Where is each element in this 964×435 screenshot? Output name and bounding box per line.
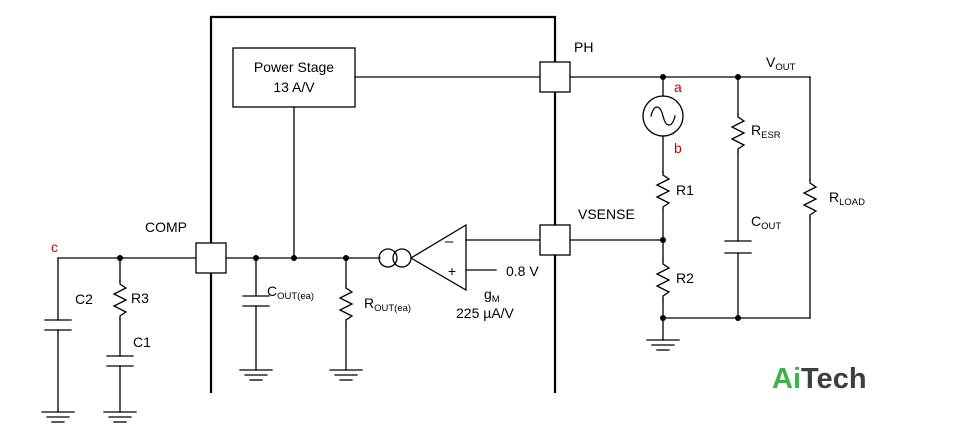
ground-icon bbox=[103, 411, 137, 423]
resr-resistor bbox=[730, 113, 746, 153]
r2-label: R2 bbox=[676, 270, 694, 286]
r3-label: R3 bbox=[131, 290, 149, 306]
ground-icon bbox=[646, 339, 680, 351]
cout-capacitor bbox=[724, 240, 752, 254]
current-source-icon bbox=[392, 248, 412, 268]
power-stage-gain: 13 A/V bbox=[273, 79, 315, 95]
c1-capacitor bbox=[106, 355, 134, 367]
rload-label: RLOAD bbox=[829, 189, 865, 208]
r2-resistor bbox=[655, 259, 671, 301]
node-a-label: a bbox=[674, 79, 682, 95]
ground-icon bbox=[41, 411, 75, 423]
watermark-part2: Tech bbox=[801, 363, 867, 395]
rout-ea-resistor bbox=[338, 284, 354, 324]
ground-icon bbox=[239, 369, 273, 381]
cout-ea-label: COUT(ea) bbox=[267, 283, 314, 302]
vout-label: VOUT bbox=[766, 54, 796, 73]
comp-label: COMP bbox=[145, 219, 187, 235]
c1-label: C1 bbox=[133, 334, 151, 350]
opamp-plus-sign: + bbox=[448, 263, 456, 279]
gm-value-label: 225 µA/V bbox=[456, 305, 515, 321]
gm-label: gM bbox=[484, 286, 500, 305]
cout-ea-capacitor bbox=[242, 295, 270, 307]
power-stage-label: Power Stage bbox=[254, 59, 334, 75]
rout-ea-label: ROUT(ea) bbox=[364, 295, 411, 314]
ph-pin bbox=[539, 61, 571, 93]
vref-label: 0.8 V bbox=[506, 263, 539, 279]
ac-source bbox=[642, 95, 684, 137]
vsense-label: VSENSE bbox=[578, 206, 635, 222]
junction-dots bbox=[117, 74, 741, 321]
power-stage-block: Power Stage 13 A/V bbox=[232, 47, 356, 108]
ground-icon bbox=[329, 369, 363, 381]
comp-pin bbox=[195, 242, 227, 274]
current-source-icon bbox=[378, 248, 398, 268]
r1-label: R1 bbox=[676, 182, 694, 198]
c2-capacitor bbox=[44, 319, 72, 331]
ic-boundary bbox=[209, 15, 557, 393]
error-amplifier: – + bbox=[378, 223, 467, 292]
rload-resistor bbox=[802, 179, 818, 219]
cout-label: COUT bbox=[751, 213, 781, 232]
node-b-label: b bbox=[674, 140, 682, 156]
ph-label: PH bbox=[574, 39, 593, 55]
ground-symbols bbox=[41, 339, 680, 423]
resr-label: RESR bbox=[751, 122, 781, 141]
aitech-watermark: AiTech bbox=[772, 363, 867, 395]
vsense-pin bbox=[539, 224, 571, 256]
r3-resistor bbox=[112, 280, 128, 320]
watermark-part1: Ai bbox=[772, 363, 801, 395]
r1-resistor bbox=[655, 171, 671, 211]
node-c-label: c bbox=[51, 239, 58, 255]
opamp-minus-sign: – bbox=[445, 233, 454, 250]
c2-label: C2 bbox=[75, 291, 93, 307]
